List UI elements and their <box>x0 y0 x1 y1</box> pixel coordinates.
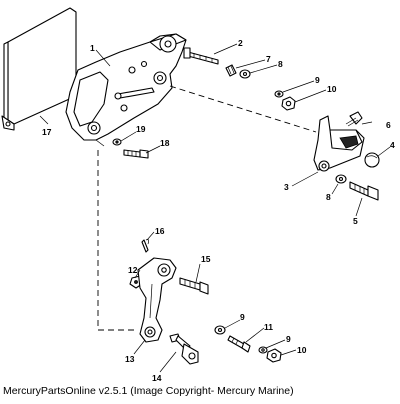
part-6-cotter-pin[interactable] <box>345 111 363 127</box>
callout-8-lower: 8 <box>326 192 331 202</box>
part-13-lower-lever[interactable] <box>137 257 177 343</box>
callout-16: 16 <box>155 226 165 236</box>
callout-14: 14 <box>152 373 162 383</box>
callout-19: 19 <box>136 124 146 134</box>
part-9-washer-upper[interactable] <box>274 90 284 98</box>
part-11-stud[interactable] <box>227 335 251 353</box>
callout-7: 7 <box>266 54 271 64</box>
callout-5: 5 <box>353 216 358 226</box>
part-16-cotter-pin[interactable] <box>141 239 150 253</box>
part-4-ball[interactable] <box>364 152 380 168</box>
part-10-nut-upper[interactable] <box>281 96 296 111</box>
callouts: 1 2 3 4 5 6 7 8 8 9 9 9 10 10 11 12 13 1… <box>42 38 395 383</box>
part-17-mounting-plate[interactable] <box>1 7 77 131</box>
part-7-spring[interactable] <box>225 64 237 77</box>
callout-9-lower: 9 <box>286 334 291 344</box>
part-9-washer-lower[interactable] <box>258 346 268 354</box>
part-8-washer-lower[interactable] <box>335 174 347 184</box>
part-10-nut-lower[interactable] <box>266 348 282 363</box>
callout-12: 12 <box>128 265 138 275</box>
alignment-lines <box>97 85 317 331</box>
callout-17: 17 <box>42 127 52 137</box>
part-14-shoulder-bolt[interactable] <box>169 333 199 365</box>
part-9-washer-middle[interactable] <box>214 325 226 335</box>
callout-1: 1 <box>90 43 95 53</box>
part-3-lever-bracket[interactable] <box>313 115 365 172</box>
part-19-washer[interactable] <box>112 138 122 146</box>
callout-9-upper: 9 <box>315 75 320 85</box>
callout-10-lower: 10 <box>297 345 307 355</box>
callout-9-middle: 9 <box>240 312 245 322</box>
copyright-footer: MercuryPartsOnline v2.5.1 (Image Copyrig… <box>3 385 294 397</box>
callout-2: 2 <box>238 38 243 48</box>
callout-4: 4 <box>390 140 395 150</box>
part-8-washer-upper[interactable] <box>239 69 251 79</box>
callout-10-upper: 10 <box>327 84 337 94</box>
callout-8-upper: 8 <box>278 59 283 69</box>
callout-6: 6 <box>386 120 391 130</box>
part-15-bolt[interactable] <box>179 277 209 295</box>
callout-11: 11 <box>264 322 273 332</box>
part-5-bolt[interactable] <box>349 181 379 201</box>
callout-15: 15 <box>201 254 211 264</box>
callout-3: 3 <box>284 182 289 192</box>
leader-lines <box>39 43 391 373</box>
part-2-bolt[interactable] <box>183 47 219 65</box>
callout-13: 13 <box>125 354 135 364</box>
part-18-bolt[interactable] <box>123 149 149 159</box>
part-1-main-bracket[interactable] <box>65 33 187 147</box>
callout-18: 18 <box>160 138 170 148</box>
